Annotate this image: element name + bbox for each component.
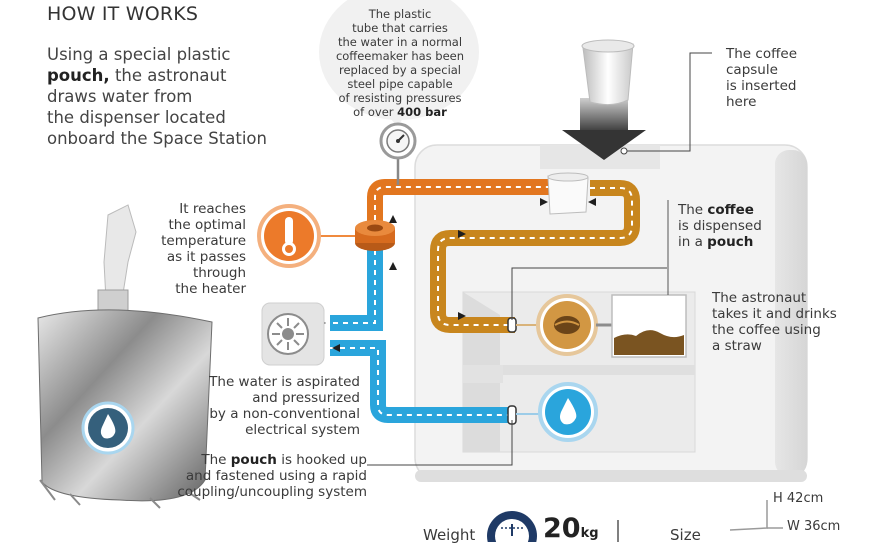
- pipe-note-line: replaced by a special: [338, 63, 462, 77]
- water-drop-icon: [516, 382, 598, 442]
- weight-value: 20kg: [543, 514, 599, 549]
- dispense-note-bold: coffee: [707, 202, 754, 218]
- pipe-note-line: of resisting pressures: [338, 91, 462, 105]
- pump-note: The water is aspirated and pressurized b…: [170, 374, 360, 438]
- weight-number: 20: [543, 513, 581, 544]
- hot-water-pipe: [367, 179, 555, 250]
- dispense-note-prefix: The: [678, 202, 708, 218]
- heater-note-line: the optimal: [168, 217, 247, 233]
- width-spec: W 36cm: [787, 519, 841, 534]
- pipe-note-line: steel pipe capable: [347, 77, 453, 91]
- heater: [355, 220, 395, 251]
- weight-unit: kg: [580, 526, 599, 541]
- intro-bold-word: pouch,: [47, 66, 110, 85]
- weight-label: Weight: [423, 526, 476, 544]
- intro-text: Using a special plastic pouch, the astro…: [47, 44, 267, 149]
- gauge-icon: [379, 122, 417, 185]
- pipe-note-bubble-tail: [388, 115, 404, 128]
- height-spec: H 42cm: [773, 491, 824, 506]
- capsule-note-line: is inserted: [726, 78, 797, 94]
- thermometer-icon: [257, 204, 355, 268]
- drink-note-line: takes it and drinks: [712, 306, 837, 322]
- pump-note-line: by a non-conventional: [209, 406, 360, 422]
- coffee-pouch-inset: [611, 200, 687, 358]
- heater-note-line: as it passes: [166, 249, 246, 265]
- pipe-note: The plastic tube that carries the water …: [330, 7, 470, 119]
- pouch-note-bold: pouch: [230, 452, 277, 468]
- coffee-pipe: [430, 180, 640, 333]
- pipe-note-bubble: [319, 0, 479, 120]
- capsule-note: The coffee capsule is inserted here: [726, 46, 797, 110]
- pouch-note-rest: is hooked up: [276, 452, 367, 468]
- intro-line: draws water from: [47, 87, 193, 106]
- pouch-note-line: coupling/uncoupling system: [177, 484, 367, 500]
- pump-icon: [261, 302, 325, 366]
- capsule-chamber: [547, 172, 589, 215]
- pouch-note: The pouch is hooked up and fastened usin…: [160, 452, 367, 500]
- capsule-note-line: here: [726, 94, 757, 110]
- dispense-note: The coffee is dispensed in a pouch: [678, 202, 762, 250]
- pipe-note-line: tube that carries: [352, 21, 448, 35]
- dispense-note-prefix: in a: [678, 234, 708, 250]
- pouch-note-line: The pouch is hooked up: [160, 452, 367, 468]
- pipe-note-line: The plastic: [368, 7, 432, 21]
- page-title: HOW IT WORKS: [47, 3, 199, 25]
- intro-line-rest: the astronaut: [109, 66, 227, 85]
- intro-line: Using a special plastic: [47, 45, 231, 64]
- heater-note-line: temperature: [161, 233, 246, 249]
- cold-water-pipe: [330, 250, 515, 423]
- dispense-note-line: The coffee: [678, 202, 762, 218]
- flow-arrows: [318, 198, 596, 352]
- capsule-note-line: The coffee: [726, 46, 797, 62]
- dispense-note-line: is dispensed: [678, 218, 762, 234]
- size-label: Size: [670, 526, 701, 544]
- coffee-bean-icon: [516, 294, 614, 356]
- leader-lines: [367, 52, 712, 466]
- intro-line: the dispenser located: [47, 108, 226, 127]
- coffee-capsule-icon: [581, 39, 635, 106]
- pipe-note-pressure: 400 bar: [397, 105, 447, 119]
- size-spec-diagram: [729, 500, 783, 531]
- pipe-note-prefix: of over: [353, 105, 398, 119]
- dispense-note-line: in a pouch: [678, 234, 762, 250]
- pipe-note-line: the water in a normal: [337, 35, 463, 49]
- astronaut-pouch: [37, 204, 213, 509]
- pump-note-line: The water is aspirated: [209, 374, 360, 390]
- drink-note-line: the coffee using: [712, 322, 821, 338]
- pipe-note-line: of over 400 bar: [330, 105, 470, 119]
- drink-note-line: The astronaut: [712, 290, 807, 306]
- pouch-note-line: and fastened using a rapid: [185, 468, 367, 484]
- heater-note-line: the heater: [175, 281, 246, 297]
- drink-note: The astronaut takes it and drinks the co…: [712, 290, 837, 354]
- dispense-note-bold: pouch: [707, 234, 754, 250]
- weight-scale-icon: [487, 511, 537, 542]
- drink-note-line: a straw: [712, 338, 762, 354]
- pump-note-line: electrical system: [245, 422, 360, 438]
- water-drop-icon: [81, 401, 135, 455]
- intro-line: pouch, the astronaut: [47, 65, 267, 86]
- heater-note-line: through: [192, 265, 246, 281]
- intro-line: onboard the Space Station: [47, 129, 267, 148]
- pouch-note-prefix: The: [201, 452, 231, 468]
- capsule-note-line: capsule: [726, 62, 778, 78]
- pipe-note-line: coffeemaker has been: [335, 49, 465, 63]
- heater-note-line: It reaches: [179, 201, 246, 217]
- heater-note: It reaches the optimal temperature as it…: [130, 201, 246, 297]
- pump-note-line: and pressurized: [252, 390, 360, 406]
